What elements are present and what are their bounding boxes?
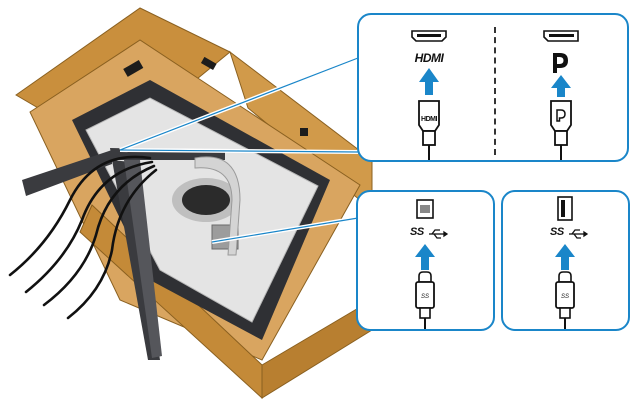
displayport-port-icon — [543, 30, 579, 42]
usb-superspeed-logo: SS — [550, 226, 564, 238]
displayport-logo-icon — [553, 53, 568, 73]
svg-text:SS: SS — [421, 294, 429, 300]
hdmi-logo: HDMI — [414, 51, 444, 65]
arrow-up-icon — [551, 75, 571, 97]
usb-trident-icon — [429, 229, 449, 239]
hdmi-diagram — [411, 30, 447, 160]
displayport-diagram — [543, 30, 579, 160]
displayport-plug-icon — [550, 100, 572, 160]
leader-lines-outline — [119, 57, 359, 243]
hdmi-plug-icon — [418, 100, 440, 160]
usb-plug-icon: SS — [415, 271, 435, 329]
usb-type-a-port-icon — [557, 196, 573, 221]
hdmi-plug-label: HDMI — [421, 116, 437, 123]
usb-downstream-callout: SS SS — [501, 190, 630, 331]
usb-superspeed-logo: SS — [410, 226, 424, 238]
arrow-up-icon — [555, 244, 575, 270]
displayport-panel — [496, 15, 631, 160]
connector-divider — [494, 27, 496, 155]
usb-upstream-callout: SS SS — [356, 190, 495, 331]
usb-trident-icon — [569, 229, 589, 239]
video-connection-callout: HDMI HDMI — [357, 13, 629, 162]
arrow-up-icon — [419, 68, 439, 95]
usb-upstream-diagram: SS — [415, 199, 449, 329]
usb-downstream-diagram: SS — [555, 196, 589, 329]
usb-plug-icon: SS — [555, 271, 575, 329]
usb-type-b-port-icon — [416, 199, 434, 219]
hdmi-port-icon — [411, 30, 447, 42]
arrow-up-icon — [415, 244, 435, 270]
cable-bundle — [8, 155, 158, 320]
svg-text:SS: SS — [561, 294, 569, 300]
hdmi-panel: HDMI HDMI — [359, 15, 494, 160]
